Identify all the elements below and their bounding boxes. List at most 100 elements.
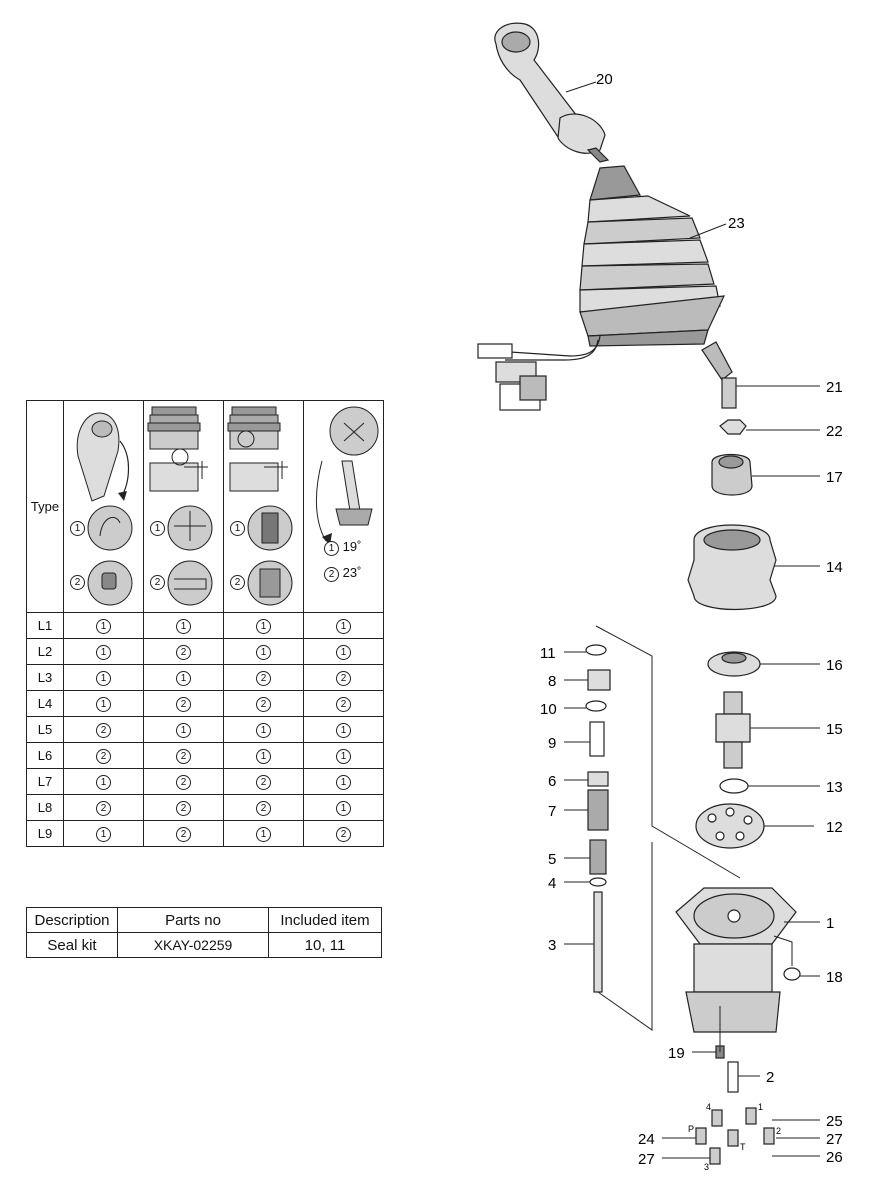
callout-10: 10 [540,701,557,718]
rubber-boot [579,165,725,347]
type-option-cell: 2 [63,794,144,821]
callout-19: 19 [668,1045,685,1062]
option-number: 2 [256,697,271,712]
port-label-t: T [740,1142,746,1152]
type-option-cell: 2 [143,742,224,769]
type-option-cell: 2 [143,820,224,847]
port-label-p: P [688,1124,694,1134]
type-option-cell: 1 [303,794,384,821]
angle-option-1: 1 19˚ [324,539,361,556]
type-option-cell: 2 [63,716,144,743]
type-code: L1 [26,612,64,639]
type-header-row: Type 1 2 [26,400,384,613]
callout-24: 24 [638,1131,655,1148]
type-option-cell: 1 [223,612,304,639]
type-option-cell: 2 [303,690,384,717]
option-1-marker: 1 [150,521,165,536]
type-code: L3 [26,664,64,691]
grip-illustration [76,412,133,606]
option-number: 1 [256,749,271,764]
option-number: 2 [256,801,271,816]
option-number: 1 [176,619,191,634]
callout-14: 14 [826,559,843,576]
option-number: 2 [176,645,191,660]
option-number: 1 [176,723,191,738]
option-number: 1 [256,827,271,842]
exploded-view-diagram: 20 23 21 22 17 14 16 15 13 12 1 18 19 2 … [477,22,843,1172]
type-code: L9 [26,820,64,847]
callout-25: 25 [826,1113,843,1130]
callout-17: 17 [826,469,843,486]
type-option-cell: 1 [303,612,384,639]
option-1-marker: 1 [230,521,245,536]
header-included-item: Included item [268,907,382,933]
type-option-cell: 1 [143,716,224,743]
callout-16: 16 [826,657,843,674]
switch-type-cell-a: 1 2 [143,400,224,613]
callout-26: 26 [826,1149,843,1166]
callout-22: 22 [826,423,843,440]
seal-table-header: Description Parts no Included item [26,907,382,933]
callout-9: 9 [548,735,556,752]
type-option-cell: 1 [63,690,144,717]
type-option-cell: 2 [143,638,224,665]
option-number: 1 [336,619,351,634]
type-option-cell: 2 [223,768,304,795]
type-option-cell: 1 [223,742,304,769]
type-option-cell: 1 [143,612,224,639]
option-number: 2 [96,801,111,816]
option-2-marker: 2 [230,575,245,590]
option-number: 1 [336,723,351,738]
option-number: 1 [96,619,111,634]
option-number: 1 [96,775,111,790]
callout-2: 2 [766,1069,774,1086]
type-option-cell: 1 [223,820,304,847]
header-parts-no: Parts no [117,907,269,933]
option-number: 1 [256,619,271,634]
option-1-marker: 1 [70,521,85,536]
type-header-label: Type [26,400,64,613]
seal-kit-table: Description Parts no Included item Seal … [26,907,382,958]
type-table: Type 1 2 [26,400,384,847]
port-label-2: 2 [776,1126,781,1136]
type-option-cell: 1 [63,664,144,691]
cell-included-item: 10, 11 [268,932,382,958]
type-option-cell: 1 [303,638,384,665]
port-label-1: 1 [758,1102,763,1112]
option-number: 1 [336,749,351,764]
cell-description: Seal kit [26,932,118,958]
callout-5: 5 [548,851,556,868]
type-option-cell: 1 [63,638,144,665]
option-number: 1 [176,671,191,686]
grip-type-cell: 1 2 [63,400,144,613]
angle-option-2: 2 23˚ [324,565,361,582]
callout-27-left: 27 [638,1151,655,1168]
type-option-cell: 2 [63,742,144,769]
type-option-cell: 1 [143,664,224,691]
callout-20: 20 [596,71,613,88]
callout-12: 12 [826,819,843,836]
handle-grip [494,22,610,163]
option-number: 1 [256,723,271,738]
switch-type-cell-b: 1 2 [223,400,304,613]
header-description: Description [26,907,118,933]
cell-parts-no: XKAY-02259 [117,932,269,958]
callout-27-right: 27 [826,1131,843,1148]
option-number: 2 [176,697,191,712]
type-code: L6 [26,742,64,769]
option-number: 2 [176,827,191,842]
wire-harness [477,335,601,411]
type-code: L7 [26,768,64,795]
option-number: 2 [256,671,271,686]
type-option-cell: 2 [303,664,384,691]
type-option-cell: 2 [223,690,304,717]
callout-13: 13 [826,779,843,796]
callout-23: 23 [728,215,745,232]
